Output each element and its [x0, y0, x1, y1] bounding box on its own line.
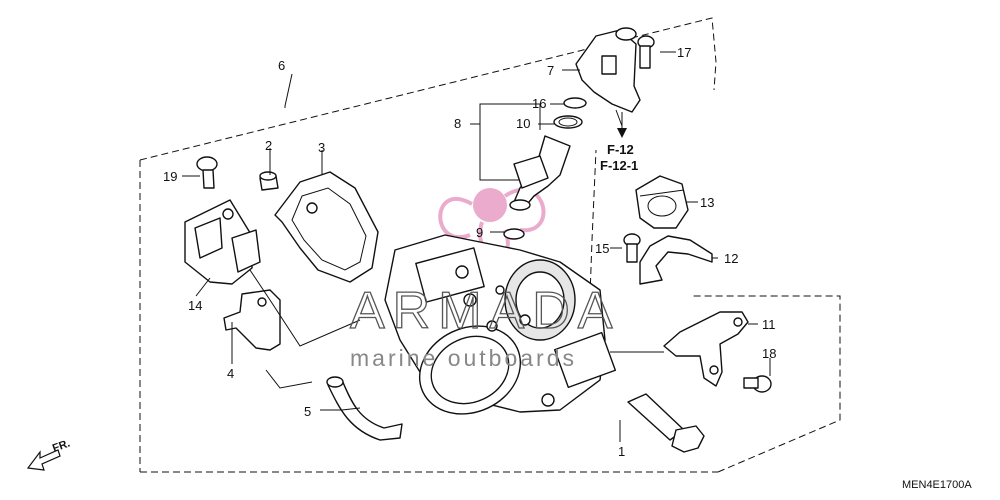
diagram-code: MEN4E1700A: [902, 479, 972, 491]
callout-8: 8: [454, 116, 461, 131]
front-direction-label: FR.: [51, 437, 72, 454]
callout-16: 16: [532, 96, 546, 111]
callout-10: 10: [516, 116, 530, 131]
bolt-15-part[interactable]: [623, 233, 641, 263]
callout-15: 15: [595, 241, 609, 256]
callout-9: 9: [476, 225, 483, 240]
throttle-position-sensor-part[interactable]: [184, 199, 261, 285]
bolt-18-part[interactable]: [743, 375, 772, 393]
idle-screw-part[interactable]: [627, 393, 705, 453]
callout-12: 12: [724, 251, 738, 266]
callout-6: 6: [278, 58, 285, 73]
throttle-body-part[interactable]: [384, 234, 617, 430]
stay-11-part[interactable]: [663, 311, 749, 387]
callout-18: 18: [762, 346, 776, 361]
fuel-injector-part[interactable]: [509, 135, 571, 211]
sensor-cover-part[interactable]: [274, 171, 379, 283]
reference-label-f12-1: F-12-1: [600, 158, 638, 173]
reference-arrow-icon: [617, 112, 627, 138]
watermark-brand: ARMADA: [350, 282, 620, 340]
o-ring-16-part[interactable]: [563, 97, 587, 109]
leader-lines: [182, 51, 771, 442]
reference-label-f12: F-12: [607, 142, 634, 157]
watermark-logo-icon: [438, 187, 546, 259]
callout-4: 4: [227, 366, 234, 381]
map-sensor-part[interactable]: [575, 27, 641, 113]
callout-7: 7: [547, 63, 554, 78]
hose-5-part[interactable]: [326, 376, 403, 441]
bolt-17-part[interactable]: [637, 35, 655, 69]
screw-19-part[interactable]: [196, 156, 218, 189]
o-ring-9-part[interactable]: [503, 228, 525, 240]
front-direction-arrow-icon: [26, 449, 61, 471]
callout-13: 13: [700, 195, 714, 210]
callout-3: 3: [318, 140, 325, 155]
watermark-tagline: marine outboards: [350, 345, 577, 371]
callout-5: 5: [304, 404, 311, 419]
callout-17: 17: [677, 45, 691, 60]
cap-nut-part[interactable]: [259, 171, 279, 191]
callout-11: 11: [762, 317, 776, 332]
clamp-12-part[interactable]: [639, 235, 713, 285]
seal-ring-10-part[interactable]: [553, 115, 583, 129]
bracket-4-part[interactable]: [223, 289, 281, 351]
callout-2: 2: [265, 138, 272, 153]
callout-1: 1: [618, 444, 625, 459]
callout-14: 14: [188, 298, 202, 313]
callout-19: 19: [163, 169, 177, 184]
assembly-frame: [139, 17, 841, 473]
rubber-mount-13-part[interactable]: [635, 175, 689, 229]
